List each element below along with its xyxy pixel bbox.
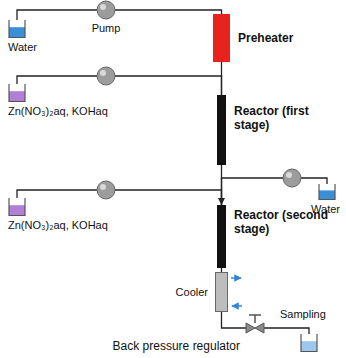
- cooler: Cooler: [215, 272, 228, 312]
- pipe-line: [17, 76, 222, 95]
- coolant-arrow: [232, 305, 242, 307]
- node-label: Pump: [92, 22, 121, 35]
- valve-handle: [249, 315, 261, 323]
- water-tank: Water: [318, 184, 336, 200]
- pipe-line: [264, 328, 309, 334]
- pump-shape: [97, 1, 115, 19]
- node-label: Preheater: [238, 32, 293, 46]
- node-label: Reactor (first stage): [234, 105, 334, 133]
- valve-shape: [246, 323, 264, 333]
- pipe-line: [17, 190, 222, 205]
- coolant-arrow: [231, 277, 241, 279]
- beaker-shape: [8, 20, 26, 38]
- reactor: Reactor (first stage): [217, 95, 226, 165]
- beaker-shape: [8, 198, 26, 216]
- pressure-valve: Back pressure regulator: [246, 323, 264, 333]
- beaker-shape: [318, 184, 336, 200]
- node-label: Cooler: [176, 286, 208, 299]
- pipe-line: [222, 178, 328, 205]
- pipe-line: [17, 10, 97, 20]
- pipe-line: [222, 312, 247, 328]
- node-label: Zn(NO₃)₂aq, KOHaq: [8, 219, 108, 232]
- node-label: Water: [8, 41, 37, 54]
- node-label: Back pressure regulator: [113, 340, 240, 354]
- reactor: Reactor (second stage): [217, 205, 226, 268]
- pump-symbol: [97, 181, 115, 199]
- reagent-tank: Zn(NO₃)₂aq, KOHaq: [8, 198, 26, 216]
- beaker-shape: [300, 334, 318, 352]
- sampling-vessel: Sampling: [300, 334, 318, 352]
- pipe-line: [115, 10, 222, 14]
- reagent-tank: Zn(NO₃)₂aq, KOHaq: [8, 84, 26, 102]
- node-label: Sampling: [280, 308, 326, 321]
- node-label: Reactor (second stage): [234, 209, 334, 237]
- preheater: Preheater: [213, 14, 230, 62]
- pump-symbol: [283, 169, 301, 187]
- node-label: Zn(NO₃)₂aq, KOHaq: [8, 105, 108, 118]
- pump-symbol: Pump: [97, 1, 115, 19]
- water-tank: Water: [8, 20, 26, 38]
- beaker-shape: [8, 84, 26, 102]
- pump-symbol: [97, 67, 115, 85]
